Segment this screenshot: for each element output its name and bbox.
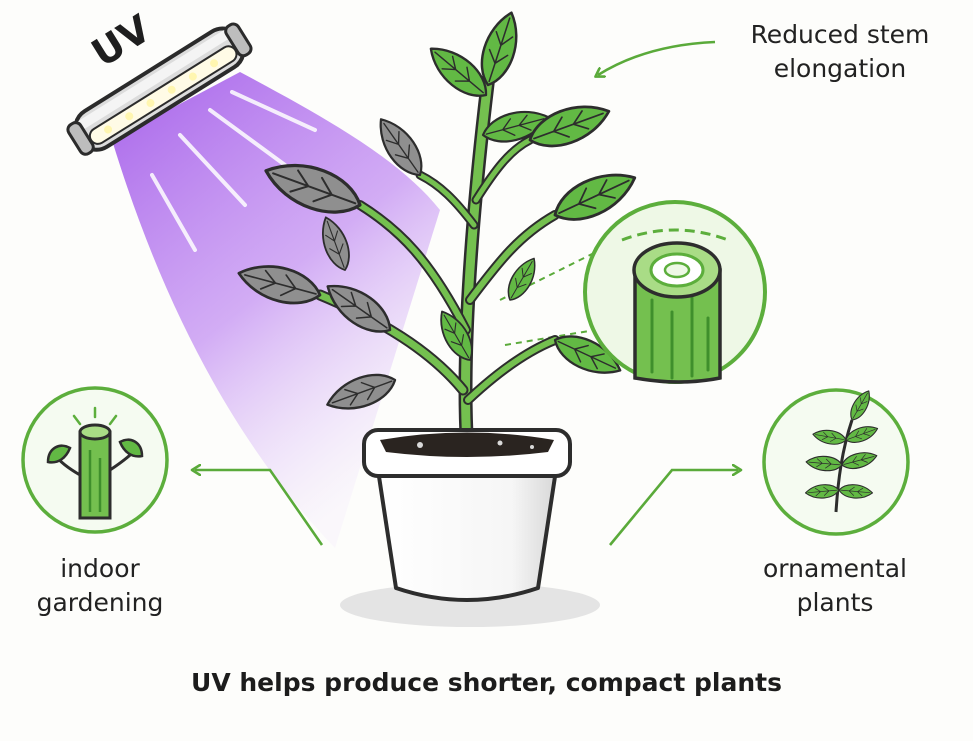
ornamental-label-line1: ornamental: [763, 554, 907, 583]
uv-light-beam: [112, 72, 440, 548]
leafy-branch-icon: [762, 387, 910, 536]
potted-plant-icon: [233, 6, 644, 602]
uv-lamp-icon: UV: [66, 6, 253, 156]
indoor-arrow: [195, 470, 324, 546]
diagram-caption: UV helps produce shorter, compact plants: [191, 668, 782, 697]
stem-label-line2: elongation: [773, 54, 907, 83]
beam-rays: [150, 90, 317, 252]
ornamental-label-line2: plants: [796, 588, 874, 617]
ornamental-plants-label: ornamental plants: [735, 552, 935, 620]
ornamental-arrow: [608, 470, 738, 546]
stem-elongation-label: Reduced stem elongation: [720, 18, 960, 86]
stem-cross-section-icon: [583, 200, 767, 384]
cut-stem-sprout-icon: [21, 386, 169, 534]
stem-label-line1: Reduced stem: [750, 20, 930, 49]
stem-arrow: [598, 40, 716, 75]
uv-lamp-text: UV: [84, 6, 159, 76]
indoor-label-line1: indoor: [60, 554, 140, 583]
indoor-gardening-label: indoor gardening: [10, 552, 190, 620]
pot-shadow: [340, 583, 600, 627]
indoor-label-line2: gardening: [36, 588, 164, 617]
